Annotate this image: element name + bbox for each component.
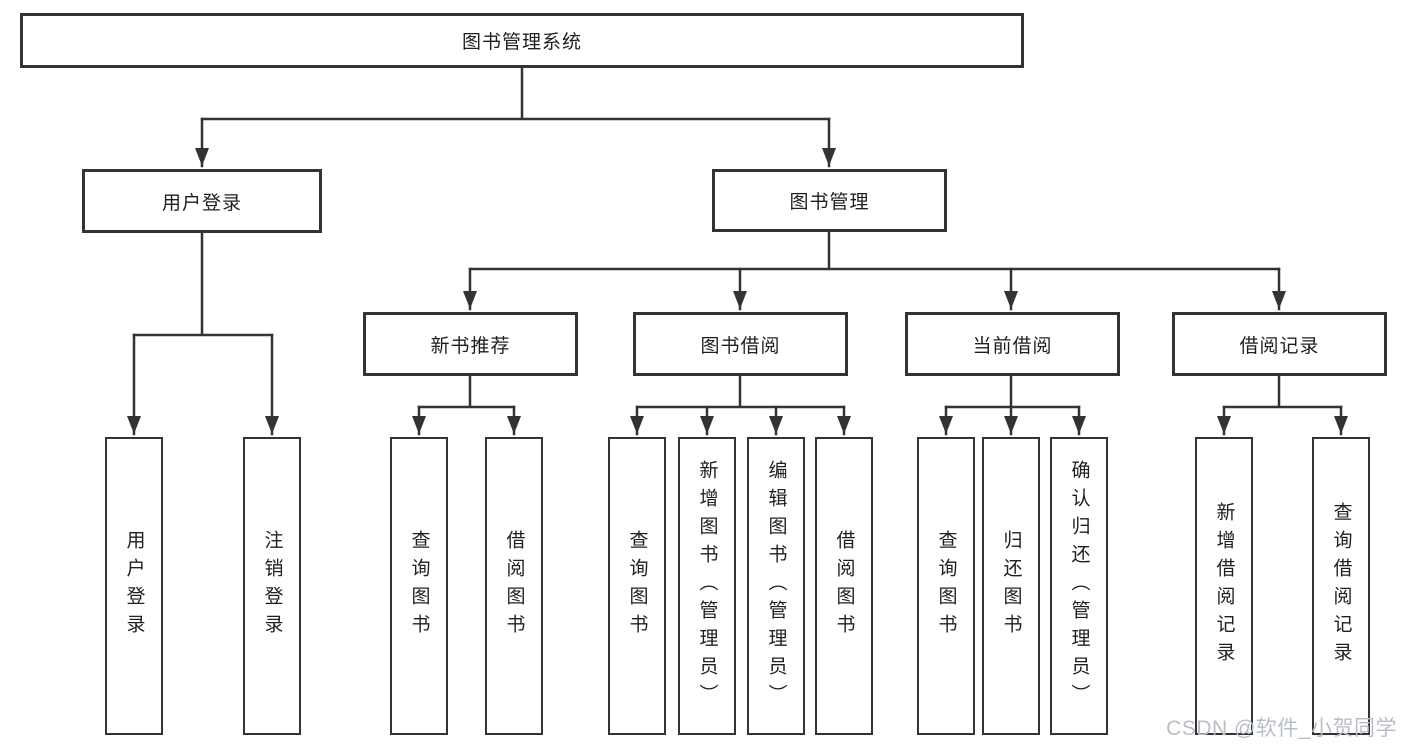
leaf-newrec-query-books: 查询图书 [390,437,448,735]
leaf-label: 查询图书 [935,530,957,642]
connector-current-borrowing-to-leaves [939,374,1086,436]
node-book-borrowing: 图书借阅 [633,312,848,376]
leaf-label: 编辑图书（管理员） [765,460,787,712]
csdn-watermark: CSDN @软件_小贺同学 [1166,717,1397,740]
leaf-current-return-books: 归还图书 [982,437,1040,735]
leaf-borrowing-borrow-books: 借阅图书 [815,437,873,735]
leaf-user-login: 用户登录 [105,437,163,735]
leaf-borrowing-query-books: 查询图书 [608,437,666,735]
leaf-label: 查询图书 [626,530,648,642]
leaf-newrec-borrow-books: 借阅图书 [485,437,543,735]
leaf-label: 确认归还（管理员） [1068,460,1090,712]
connector-book-mgmt-to-level3 [463,230,1286,311]
node-book-management: 图书管理 [712,169,947,232]
connector-root-to-level2 [195,66,836,168]
leaf-borrowing-edit-books-admin: 编辑图书（管理员） [747,437,805,735]
connector-new-book-rec-to-leaves [412,374,521,436]
node-borrowing-records: 借阅记录 [1172,312,1387,376]
leaf-label: 查询图书 [408,530,430,642]
leaf-label: 借阅图书 [833,530,855,642]
leaf-logout: 注销登录 [243,437,301,735]
connector-borrowing-records-to-leaves [1217,374,1348,436]
leaf-label: 新增借阅记录 [1213,502,1235,670]
leaf-label: 查询借阅记录 [1330,502,1352,670]
leaf-label: 借阅图书 [503,530,525,642]
leaf-records-add-borrow-record: 新增借阅记录 [1195,437,1253,735]
leaf-label: 新增图书（管理员） [696,460,718,712]
leaf-records-query-borrow-record: 查询借阅记录 [1312,437,1370,735]
connector-book-borrowing-to-leaves [630,374,851,436]
connector-user-login-to-leaves [127,231,279,436]
leaf-label: 注销登录 [261,530,283,642]
node-current-borrowing: 当前借阅 [905,312,1120,376]
leaf-current-query-books: 查询图书 [917,437,975,735]
leaf-label: 用户登录 [123,530,145,642]
leaf-label: 归还图书 [1000,530,1022,642]
leaf-current-confirm-return-admin: 确认归还（管理员） [1050,437,1108,735]
node-root-system: 图书管理系统 [20,13,1024,68]
leaf-borrowing-add-books-admin: 新增图书（管理员） [678,437,736,735]
node-user-login: 用户登录 [82,169,322,233]
node-new-book-recommendation: 新书推荐 [363,312,578,376]
